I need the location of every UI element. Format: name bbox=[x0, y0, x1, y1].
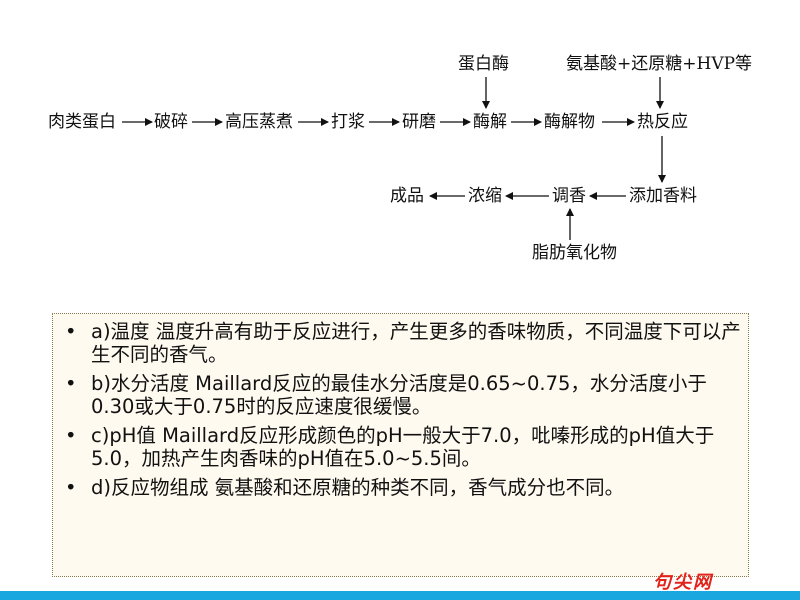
node-add-flavor: 添加香料 bbox=[629, 186, 697, 206]
bullet-icon: • bbox=[65, 320, 77, 343]
node-grind: 研磨 bbox=[402, 112, 436, 132]
note-text: a)温度 温度升高有助于反应进行，产生更多的香味物质，不同温度下可以产生不同的香… bbox=[91, 320, 741, 366]
bullet-icon: • bbox=[65, 424, 77, 447]
node-amino-sugar-hvp: 氨基酸+还原糖+HVP等 bbox=[566, 54, 753, 74]
node-meat-protein: 肉类蛋白 bbox=[48, 112, 116, 132]
note-text: d)反应物组成 氨基酸和还原糖的种类不同，香气成分也不同。 bbox=[91, 476, 625, 499]
notes-list: • a)温度 温度升高有助于反应进行，产生更多的香味物质，不同温度下可以产生不同… bbox=[63, 320, 743, 505]
node-heat-reaction: 热反应 bbox=[637, 112, 688, 132]
node-enzymolysis: 酶解 bbox=[473, 112, 507, 132]
note-text: c)pH值 Maillard反应形成颜色的pH一般大于7.0，吡嗪形成的pH值大… bbox=[91, 424, 715, 470]
node-product: 成品 bbox=[390, 186, 424, 206]
note-item-water-activity: • b)水分活度 Maillard反应的最佳水分活度是0.65~0.75，水分活… bbox=[63, 372, 743, 418]
node-blend: 调香 bbox=[552, 186, 586, 206]
node-crush: 破碎 bbox=[154, 112, 188, 132]
bullet-icon: • bbox=[65, 476, 77, 499]
bottom-accent-bar bbox=[0, 591, 800, 600]
node-lipid-oxide: 脂肪氧化物 bbox=[532, 243, 617, 263]
watermark-logo: 句尖网 bbox=[653, 572, 713, 593]
node-high-pressure-cook: 高压蒸煮 bbox=[225, 112, 293, 132]
note-item-temperature: • a)温度 温度升高有助于反应进行，产生更多的香味物质，不同温度下可以产生不同… bbox=[63, 320, 743, 366]
node-concentrate: 浓缩 bbox=[468, 186, 502, 206]
bullet-icon: • bbox=[65, 372, 77, 395]
notes-box: • a)温度 温度升高有助于反应进行，产生更多的香味物质，不同温度下可以产生不同… bbox=[52, 313, 749, 577]
node-protease: 蛋白酶 bbox=[458, 54, 509, 74]
flow-arrows bbox=[122, 77, 666, 240]
note-item-reactants: • d)反应物组成 氨基酸和还原糖的种类不同，香气成分也不同。 bbox=[63, 476, 743, 499]
node-pulp: 打浆 bbox=[331, 112, 365, 132]
node-enzymolysate: 酶解物 bbox=[544, 112, 595, 132]
note-text: b)水分活度 Maillard反应的最佳水分活度是0.65~0.75，水分活度小… bbox=[91, 372, 707, 418]
note-item-ph: • c)pH值 Maillard反应形成颜色的pH一般大于7.0，吡嗪形成的pH… bbox=[63, 424, 743, 470]
